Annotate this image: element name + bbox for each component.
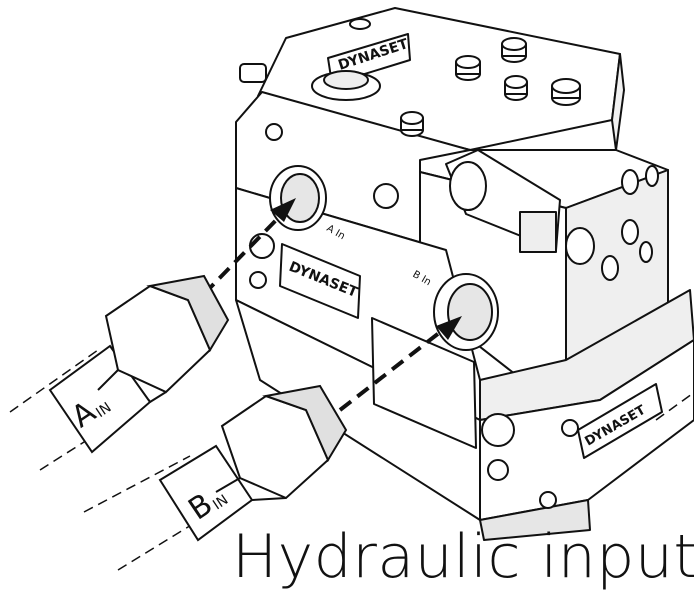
hose-a bbox=[9, 274, 230, 471]
arrow-b bbox=[338, 316, 462, 412]
port-a bbox=[269, 165, 327, 231]
arrow-a bbox=[202, 198, 296, 296]
hose-b bbox=[83, 384, 348, 571]
port-b bbox=[433, 273, 499, 351]
relief-valve-cartridge bbox=[445, 149, 595, 265]
top-fittings bbox=[239, 18, 581, 137]
edge-dashed-line bbox=[655, 393, 693, 421]
valve-block: DYNASET DYNASET DYNASET bbox=[235, 7, 694, 541]
diagram-caption: Hydraulic input bbox=[232, 522, 694, 592]
